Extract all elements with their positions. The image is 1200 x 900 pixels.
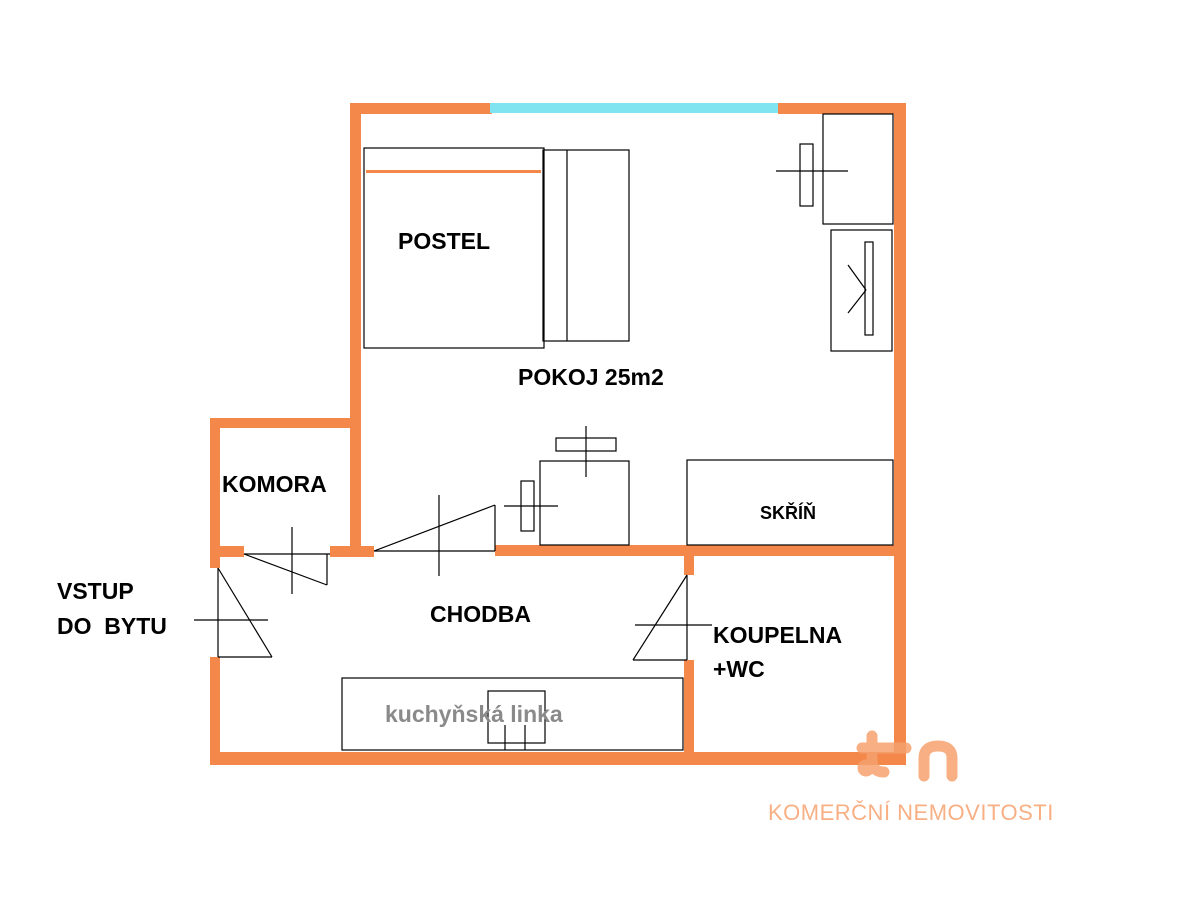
wardrobe xyxy=(686,459,894,546)
bed-label: POSTEL xyxy=(398,228,490,254)
room-label: POKOJ 25m2 xyxy=(518,364,664,390)
bathroom-label-line2: +WC xyxy=(713,656,765,682)
bathroom-wall-top xyxy=(684,545,694,575)
bathroom-door xyxy=(632,574,712,661)
desk xyxy=(504,426,630,546)
logo-mark xyxy=(856,730,958,782)
wardrobe-label: SKŘÍŇ xyxy=(760,502,816,523)
left-wall-room xyxy=(350,103,361,555)
room-bottom-wall xyxy=(495,545,905,556)
storage-label: KOMORA xyxy=(222,471,327,497)
bathroom-wall-bottom xyxy=(684,660,694,760)
chair-top-right xyxy=(776,113,894,225)
window xyxy=(490,103,780,113)
bed xyxy=(363,147,630,349)
hallway-label: CHODBA xyxy=(430,601,531,627)
komora-left-wall xyxy=(210,418,220,568)
bottom-wall xyxy=(210,752,906,765)
kitchen-counter xyxy=(341,677,684,751)
entrance-wall-lower xyxy=(210,657,220,765)
bathroom-label-line1: KOUPELNA xyxy=(713,622,842,648)
entrance-label-line1: VSTUP xyxy=(57,578,134,604)
kitchen-label: kuchyňská linka xyxy=(385,701,563,727)
tv-unit xyxy=(830,229,893,352)
top-wall-right xyxy=(778,103,906,114)
company-logo: KOMERČNÍ NEMOVITOSTI xyxy=(768,730,1054,825)
room-door xyxy=(373,495,496,576)
komora-bottom-right xyxy=(330,546,374,557)
right-wall xyxy=(894,103,906,765)
entrance-door xyxy=(194,567,273,658)
walls xyxy=(210,103,906,765)
komora-door xyxy=(243,527,330,594)
komora-bottom-left xyxy=(210,546,244,557)
komora-top-wall xyxy=(210,418,361,428)
top-wall-left xyxy=(350,103,492,114)
entrance-label-line2: DO BYTU xyxy=(57,613,167,639)
logo-tagline: KOMERČNÍ NEMOVITOSTI xyxy=(768,800,1054,825)
